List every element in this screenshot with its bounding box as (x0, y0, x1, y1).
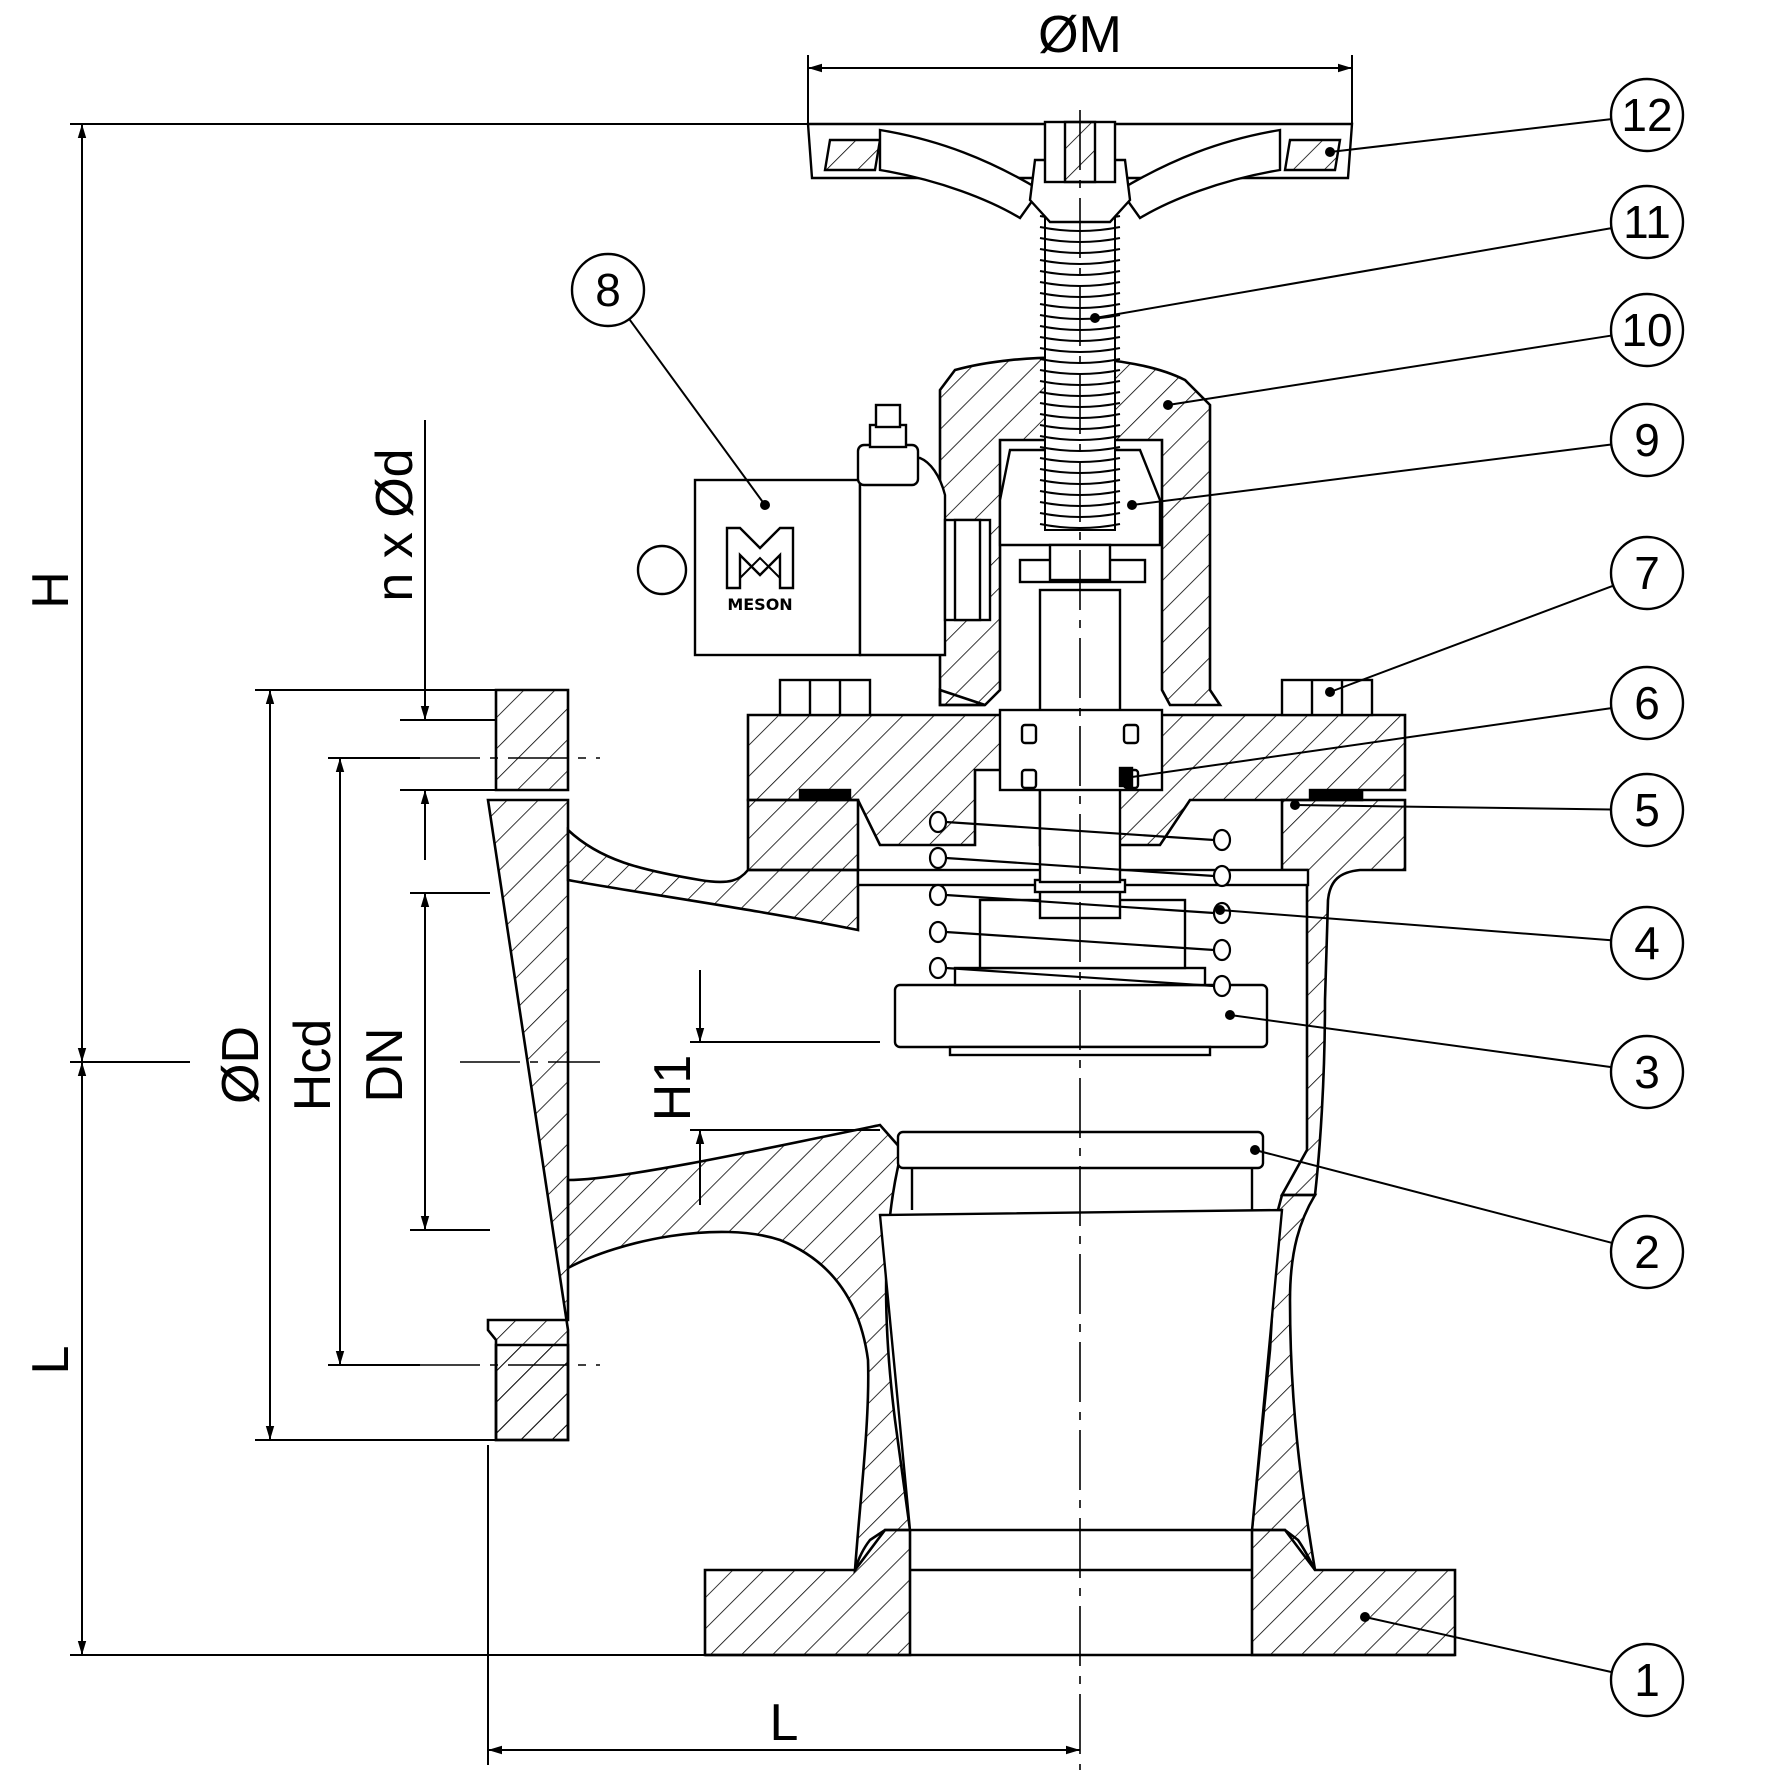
part-number: 12 (1621, 89, 1672, 141)
valve-body (486, 356, 1457, 1657)
balloon-leader (1364, 1616, 1613, 1674)
spring-coil-right (1212, 864, 1232, 888)
leader-dot (1225, 1010, 1235, 1020)
balloon-leader (1329, 118, 1612, 153)
balloon-leader (1094, 227, 1612, 319)
leader-dot (1215, 905, 1225, 915)
thread-turn (1039, 259, 1121, 265)
thread-turn (1039, 347, 1121, 353)
part-number: 5 (1634, 784, 1660, 836)
part-number: 6 (1634, 677, 1660, 729)
leader-dot (1127, 500, 1137, 510)
part-balloon-10 (1609, 292, 1685, 368)
center-lines (420, 110, 1081, 1770)
spring-coil-left (928, 920, 948, 944)
dim-body-length-horizontal: L (770, 1694, 799, 1752)
balloon-leader (1254, 1149, 1613, 1244)
balloon-leader (1229, 1014, 1612, 1069)
part-balloon-8 (570, 252, 646, 328)
part-balloon-3 (1609, 1034, 1685, 1110)
part-balloon-4 (1609, 905, 1685, 981)
part-number: 2 (1634, 1226, 1660, 1278)
balloon-leader (1124, 707, 1612, 779)
spring-coil-right (1212, 938, 1232, 962)
part-number: 3 (1634, 1046, 1660, 1098)
part-number: 11 (1623, 196, 1671, 248)
spring-coil-left (928, 810, 948, 834)
meson-logo: MESON (725, 526, 795, 614)
part-number: 8 (595, 264, 621, 316)
dim-bolt-circle: Hcd (284, 1019, 342, 1111)
leader-dot (1290, 800, 1300, 810)
leader-dot (1325, 147, 1335, 157)
spring-coil-left (928, 883, 948, 907)
logo-label: MESON (727, 595, 792, 614)
dimension-labels: ØM H L L n x Ød ØD Hcd DN H1 (22, 6, 1122, 1752)
leader-dot (1163, 400, 1173, 410)
balloon-leader (1131, 443, 1612, 506)
dim-body-length-vertical: L (22, 1346, 80, 1375)
dim-bolt-holes: n x Ød (366, 448, 424, 601)
bonnet-bolts (778, 678, 1374, 717)
spring-coil-right (1212, 974, 1232, 998)
part-balloon-11 (1609, 184, 1685, 260)
leader-dot (1120, 773, 1130, 783)
valve-disc (893, 983, 1269, 1049)
dim-handwheel-diameter: ØM (1038, 6, 1122, 64)
balloon-leader (1167, 334, 1612, 406)
thread-turn (1039, 523, 1121, 529)
balloon-leader (1294, 804, 1612, 811)
part-number: 9 (1634, 414, 1660, 466)
part-number: 1 (1634, 1654, 1660, 1706)
part-balloon-1 (1609, 1642, 1685, 1718)
balloon-leader (1219, 909, 1612, 942)
part-number: 10 (1621, 304, 1672, 356)
part-balloon-2 (1609, 1214, 1685, 1290)
part-balloon-12 (1609, 77, 1685, 153)
spring-coil-left (928, 956, 948, 980)
switch-box (636, 403, 992, 657)
part-balloon-9 (1609, 402, 1685, 478)
part-number: 7 (1634, 547, 1660, 599)
dim-flange-diameter: ØD (212, 1026, 270, 1104)
leader-dot (1250, 1145, 1260, 1155)
handwheel (806, 120, 1354, 224)
spring-coil-right (1212, 828, 1232, 852)
leader-dot (1325, 687, 1335, 697)
balloon-leader (628, 318, 766, 506)
dim-lift-height: H1 (644, 1055, 702, 1121)
dim-nominal-diameter: DN (356, 1027, 414, 1102)
thread-turn (1039, 435, 1121, 441)
part-number: 4 (1634, 917, 1660, 969)
part-balloon-7 (1609, 535, 1685, 611)
spring-coil-left (928, 846, 948, 870)
dimensions (70, 55, 1353, 1765)
part-balloon-5 (1609, 772, 1685, 848)
part-balloon-6 (1609, 665, 1685, 741)
balloon-leader (1329, 584, 1614, 693)
leader-dot (760, 500, 770, 510)
leader-dot (1090, 313, 1100, 323)
dim-overall-height: H (22, 571, 80, 609)
leader-dot (1360, 1612, 1370, 1622)
